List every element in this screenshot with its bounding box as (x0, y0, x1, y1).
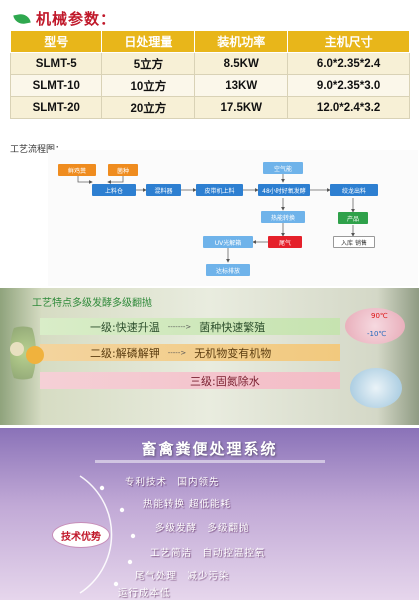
advantage-item: 专利技术 国内领先 (125, 477, 220, 488)
node-air-blower: 空气能 (263, 162, 303, 174)
node-uv-box: UV光解箱 (203, 236, 253, 248)
node-bacteria: 菌种 (108, 164, 138, 176)
node-ferment: 48小时好氧发酵 (258, 184, 310, 196)
stage1-result: 菌种快速繁殖 (199, 320, 266, 334)
node-storage: 入库 销售 (333, 236, 375, 248)
params-table: 型号 日处理量 装机功率 主机尺寸 SLMT-5 5立方 8.5KW 6.0*2… (9, 30, 410, 119)
advantage-item: 尾气处理 减少污染 (135, 571, 230, 582)
header-model: 型号 (9, 30, 103, 53)
fermentation-stages-section: 工艺特点多级发酵多级翻抛 一级:快速升温 -------> 菌种快速繁殖 二级:… (0, 288, 419, 425)
advantage-item: 工艺简洁 自动控温控氧 (150, 548, 266, 559)
table-cell: 5立方 (101, 52, 196, 75)
table-row: SLMT-5 5立方 8.5KW 6.0*2.35*2.4 (9, 52, 410, 75)
advantage-arc (79, 475, 136, 594)
table-cell: 13KW (194, 74, 289, 97)
table-cell: 17.5KW (194, 96, 289, 119)
table-cell: 12.0*2.4*3.2 (287, 96, 410, 119)
leaf-icon (13, 12, 31, 25)
stage1-arrow: -------> (167, 322, 192, 331)
stage-bar-2: 二级:解磷解钾 -----> 无机物变有机物 (40, 344, 340, 361)
node-fresh-manure: 鲜鸡粪 (58, 164, 96, 176)
params-title: 机械参数： (36, 10, 117, 28)
stage2-label: 二级:解磷解钾 (90, 346, 160, 360)
heat-circle-icon: 90℃ -10℃ (345, 308, 405, 344)
process-flow-diagram: 鲜鸡粪 菌种 上料仓 混料器 皮带机上料 空气能 48小时好氧发酵 绞龙出料 热… (48, 150, 418, 286)
water-vapor-icon (350, 368, 402, 408)
params-header-row: 型号 日处理量 装机功率 主机尺寸 (9, 30, 410, 53)
flow-connectors (77, 174, 355, 263)
stage2-arrow: -----> (167, 348, 187, 357)
stage-bar-3: 三级:固氮除水 (40, 372, 340, 389)
node-tail-gas: 尾气 (268, 236, 302, 248)
temp-low-label: -10℃ (367, 330, 387, 338)
node-product: 产品 (338, 212, 368, 224)
node-mixer: 混料器 (146, 184, 181, 196)
params-heading: 机械参数： (13, 8, 117, 29)
header-size: 主机尺寸 (287, 30, 410, 53)
title-underline (95, 460, 325, 463)
node-feeder: 上料仓 (92, 184, 136, 196)
advantage-item: 运行成本低 (118, 588, 171, 599)
advantage-item: 多级发酵 多级翻抛 (155, 523, 250, 534)
table-cell: 8.5KW (194, 52, 289, 75)
system-title: 畜禽粪便处理系统 (141, 440, 278, 458)
table-row: SLMT-20 20立方 17.5KW 12.0*2.4*3.2 (9, 96, 410, 119)
table-cell: 20立方 (101, 96, 196, 119)
node-heat-exchange: 热能转换 (261, 211, 305, 223)
header-power: 装机功率 (194, 30, 289, 53)
phosphorus-circle-icon (26, 346, 44, 364)
node-conveyor: 皮带机上料 (196, 184, 243, 196)
advantage-item: 热能转换 超低能耗 (143, 499, 232, 510)
node-discharge: 绞龙出料 (330, 184, 378, 196)
machine-parameters-section: 机械参数： 型号 日处理量 装机功率 主机尺寸 SLMT-5 5立方 8.5KW… (0, 0, 419, 132)
stages-title: 工艺特点多级发酵多级翻抛 (32, 298, 152, 309)
stage1-label: 一级:快速升温 (90, 320, 160, 334)
node-emission: 达标排放 (206, 264, 250, 276)
nitrogen-circle-icon (10, 342, 24, 356)
table-cell: 10立方 (101, 74, 196, 97)
table-cell: SLMT-10 (9, 74, 103, 97)
table-cell: SLMT-5 (9, 52, 103, 75)
stage-bar-1: 一级:快速升温 -------> 菌种快速繁殖 (40, 318, 340, 335)
table-cell: SLMT-20 (9, 96, 103, 119)
tech-advantage-badge: 技术优势 (52, 522, 110, 548)
temp-high-label: 90℃ (371, 312, 388, 320)
stage2-result: 无机物变有机物 (194, 346, 272, 360)
flow-title: 工艺流程图： (10, 145, 65, 155)
table-row: SLMT-10 10立方 13KW 9.0*2.35*3.0 (9, 74, 410, 97)
stage3-label: 三级:固氮除水 (190, 374, 260, 388)
treatment-system-section: 畜禽粪便处理系统 技术优势 专利技术 国内领先 热能转换 超低能耗 多级发酵 多… (0, 428, 419, 600)
table-cell: 9.0*2.35*3.0 (287, 74, 410, 97)
header-daily-capacity: 日处理量 (101, 30, 196, 53)
table-cell: 6.0*2.35*2.4 (287, 52, 410, 75)
